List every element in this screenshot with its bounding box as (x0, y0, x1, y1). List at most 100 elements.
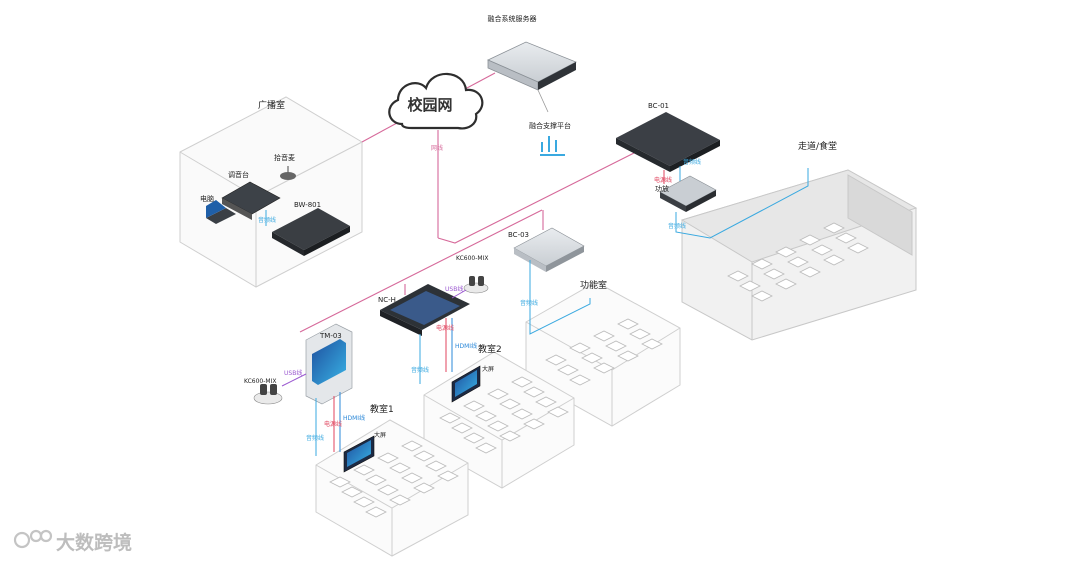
desk (775, 278, 797, 290)
desk (499, 430, 521, 442)
broadcast-cable-label: 音频线 (258, 216, 276, 224)
desk (353, 464, 375, 476)
mixer-icon (221, 181, 281, 220)
broadcast-room-contents: 广播室 电脑 调音台 拾音麦 BW-801 音频线 (200, 99, 350, 256)
desk (811, 244, 833, 256)
bc03-device[interactable]: BC-03 (508, 227, 585, 272)
desk (847, 242, 869, 254)
desk (329, 476, 351, 488)
tm03-camera[interactable]: KC600-MIX (244, 378, 283, 405)
desk (401, 472, 423, 484)
bc01-audio-label: 音频线 (683, 158, 701, 166)
desk (437, 470, 459, 482)
bc03-label: BC-03 (508, 231, 529, 239)
nch-camera-label: KC600-MIX (456, 255, 488, 262)
nch-hdmi-label: HDMI线 (455, 342, 477, 350)
desk (511, 376, 533, 388)
mixer-label: 调音台 (228, 170, 249, 179)
desk (739, 280, 761, 292)
nch-camera[interactable]: KC600-MIX (456, 255, 488, 294)
desk (775, 246, 797, 258)
broadcast-room-title: 广播室 (258, 99, 285, 111)
bc03-audio-cable (529, 260, 591, 335)
nch-device[interactable]: NC-H (378, 284, 470, 336)
nch-power-label: 电源线 (436, 324, 454, 332)
tm03-audio-label: 音频线 (306, 434, 324, 442)
desk (641, 338, 663, 350)
amplifier-audio-cable (675, 168, 809, 239)
broadcast-room (179, 96, 363, 288)
classroom2-title: 教室2 (478, 343, 502, 355)
amplifier-cable-label: 音频线 (668, 222, 686, 230)
desk (799, 234, 821, 246)
corridor-room (680, 169, 918, 341)
watermark: 大数跨境 (13, 529, 132, 554)
amplifier-label: 功放 (655, 184, 669, 193)
desk (557, 364, 579, 376)
desk (569, 342, 591, 354)
desk (751, 290, 773, 302)
desk (413, 482, 435, 494)
desk (523, 386, 545, 398)
desk (545, 354, 567, 366)
desk (581, 352, 603, 364)
desk (475, 410, 497, 422)
desk (439, 412, 461, 424)
desk (593, 330, 615, 342)
bc01-power-label: 电源线 (654, 176, 672, 184)
desk (629, 328, 651, 340)
tm03-label: TM-03 (319, 332, 342, 340)
corridor-title: 走道/食堂 (798, 140, 837, 152)
desk (475, 442, 497, 454)
desk (799, 266, 821, 278)
desk (511, 408, 533, 420)
nch-label: NC-H (378, 296, 396, 304)
classroom2-screen-label: 大屏 (482, 365, 494, 373)
classroom1-screen[interactable] (343, 435, 375, 473)
watermark-text: 大数跨境 (56, 531, 132, 554)
desk (593, 362, 615, 374)
nch-audio-label: 音频线 (411, 366, 429, 374)
network-lines (299, 72, 641, 333)
desk (547, 406, 569, 418)
microphone-icon (280, 166, 296, 180)
desk (463, 432, 485, 444)
tm03-usb-cable (281, 373, 307, 387)
desk (389, 494, 411, 506)
fusion-server[interactable]: 融合系统服务器 (487, 14, 577, 91)
desk (365, 474, 387, 486)
nch-usb-label: USB线 (445, 285, 463, 293)
bc01-label: BC-01 (648, 102, 669, 110)
desk-grid (329, 222, 869, 518)
desk (787, 256, 809, 268)
desk (487, 420, 509, 432)
server-label: 融合系统服务器 (488, 14, 537, 23)
cloud-label: 校园网 (407, 96, 452, 114)
desk (499, 398, 521, 410)
bw801-label: BW-801 (294, 201, 321, 209)
bc01-device[interactable]: BC-01 (616, 102, 720, 172)
desk (523, 418, 545, 430)
tm03-hdmi-label: HDMI线 (343, 414, 365, 422)
desk (353, 496, 375, 508)
desk (425, 460, 447, 472)
laptop-icon (206, 200, 236, 224)
desk (823, 254, 845, 266)
desk (365, 506, 387, 518)
desk (727, 270, 749, 282)
desk (835, 232, 857, 244)
campus-network-cloud: 校园网 (388, 72, 484, 130)
desk (617, 350, 639, 362)
desk (751, 258, 773, 270)
amplifier-device[interactable]: 功放 (655, 175, 717, 212)
desk (413, 450, 435, 462)
desk (535, 396, 557, 408)
bw801-device[interactable] (272, 208, 350, 256)
tm03-power-label: 电源线 (324, 420, 342, 428)
tm03-device[interactable]: TM-03 (305, 323, 353, 405)
network-cable-label: 网线 (431, 144, 443, 152)
platform-label: 融合支撑平台 (529, 121, 571, 130)
desk (487, 388, 509, 400)
classroom2-screen[interactable] (451, 365, 481, 403)
